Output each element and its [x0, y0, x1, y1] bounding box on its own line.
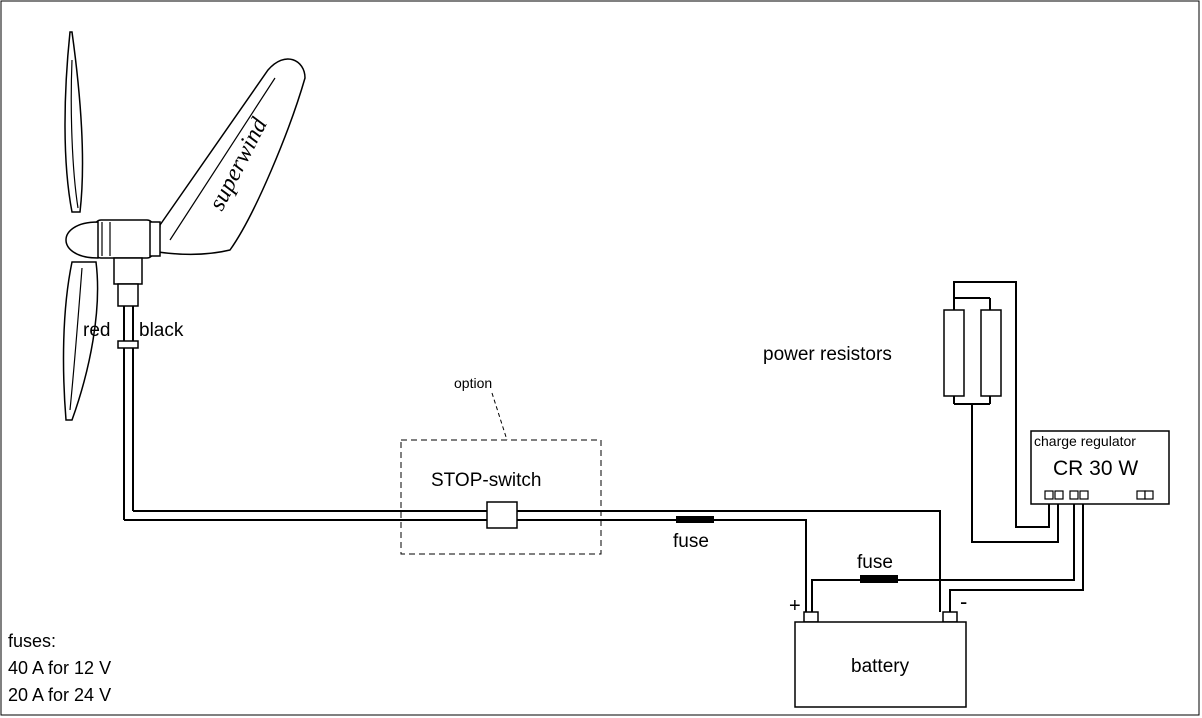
- stop-switch-option: [400, 392, 602, 555]
- battery-wiring: [811, 500, 1084, 612]
- power-resistors-label: power resistors: [763, 344, 892, 365]
- battery-fuse-label: fuse: [857, 552, 893, 573]
- main-fuse-icon: [676, 516, 714, 523]
- fuse-notes-line1: 40 A for 12 V: [8, 658, 111, 678]
- charge-regulator-model: CR 30 W: [1053, 457, 1138, 480]
- wire-black-label: black: [139, 320, 184, 341]
- wire-red-label: red: [83, 320, 110, 341]
- option-label: option: [454, 375, 492, 391]
- battery: [794, 611, 967, 708]
- power-resistors: [943, 281, 1059, 543]
- battery-negative-terminal: [942, 611, 958, 623]
- fuse-notes-line2: 20 A for 24 V: [8, 685, 111, 705]
- option-dashed-box: [400, 439, 602, 555]
- turbine-cable: [117, 306, 139, 520]
- charge-regulator: [1030, 430, 1170, 505]
- battery-plus-label: +: [789, 595, 801, 617]
- battery-positive-terminal: [803, 611, 819, 623]
- stop-switch-label: STOP-switch: [431, 470, 542, 491]
- main-fuse-label: fuse: [673, 531, 709, 552]
- fuse-notes-heading: fuses:: [8, 631, 56, 651]
- battery-fuse-icon: [860, 575, 898, 583]
- resistor-right: [980, 309, 1002, 397]
- charge-regulator-title: charge regulator: [1034, 433, 1136, 449]
- wind-turbine-icon: superwind: [62, 31, 306, 421]
- resistor-left: [943, 309, 965, 397]
- battery-box: [794, 621, 967, 708]
- main-line: [124, 510, 941, 612]
- battery-minus-label: -: [960, 589, 967, 614]
- stop-switch-icon: [486, 501, 518, 529]
- cable-connector: [117, 340, 139, 349]
- battery-label: battery: [851, 656, 910, 677]
